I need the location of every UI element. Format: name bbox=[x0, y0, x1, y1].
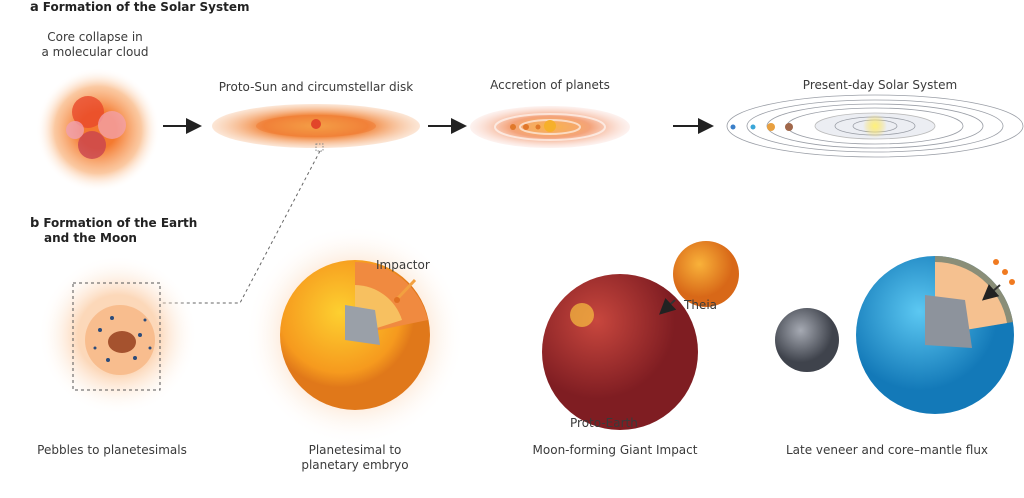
proto-sun-disk bbox=[212, 104, 420, 152]
panel-b-title-line2: and the Moon bbox=[44, 231, 137, 245]
label-proto-earth: Proto-Earth bbox=[570, 416, 638, 430]
accretion-disk bbox=[470, 106, 630, 148]
panel-b-title-line1: Formation of the Earth bbox=[43, 216, 198, 230]
molecular-cloud bbox=[36, 68, 160, 192]
panel-a-letter: a bbox=[30, 0, 39, 15]
impact-arrow bbox=[659, 297, 677, 315]
pebbles-illustration bbox=[38, 255, 198, 415]
stage-giant-impact: Moon-forming Giant Impact bbox=[532, 443, 698, 457]
planetary-embryo bbox=[245, 225, 465, 445]
stage-label-line: a molecular cloud bbox=[41, 45, 149, 59]
stage-proto-sun: Proto-Sun and circumstellar disk bbox=[218, 80, 414, 94]
label-impactor: Impactor bbox=[376, 258, 430, 272]
stage-label-line: planetary embryo bbox=[301, 458, 409, 472]
stage-pebbles: Pebbles to planetesimals bbox=[37, 443, 187, 457]
theia bbox=[673, 241, 739, 307]
label-theia: Theia bbox=[684, 298, 718, 312]
moon bbox=[775, 308, 839, 372]
panel-a-title-text: Formation of the Solar System bbox=[42, 0, 250, 14]
proto-earth bbox=[542, 274, 698, 430]
stage-late-veneer: Late veneer and core–mantle flux bbox=[785, 443, 989, 457]
solar-system bbox=[726, 94, 1024, 158]
stage-accretion: Accretion of planets bbox=[490, 78, 610, 92]
stage-label-line: Core collapse in bbox=[47, 30, 143, 44]
late-veneer-earth bbox=[856, 255, 1015, 414]
stage-present-day: Present-day Solar System bbox=[802, 78, 958, 92]
stage-label-line: Planetesimal to bbox=[308, 443, 402, 457]
panel-b-letter: b bbox=[30, 216, 40, 231]
